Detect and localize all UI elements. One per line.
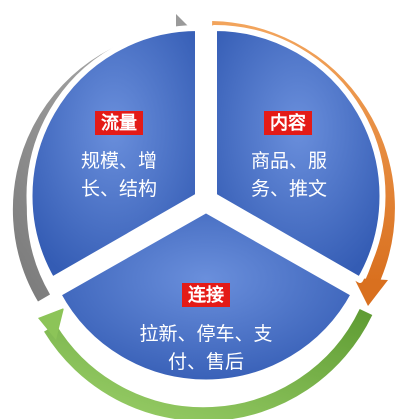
- segment-content-title-bg: [264, 111, 312, 135]
- segment-connect-title: 连接: [188, 284, 224, 306]
- segment-flow-line-2: 长、结构: [81, 178, 157, 200]
- segment-content-line-1: 商品、服: [251, 150, 327, 172]
- segment-connect-line-2: 付、售后: [168, 351, 244, 373]
- segment-flow-title-bg: [95, 111, 143, 135]
- segment-content: 内容 商品、服 务、推文: [251, 111, 327, 200]
- segment-content-line-2: 务、推文: [251, 178, 327, 200]
- segment-connect-title-bg: [182, 283, 230, 307]
- arrow-green-head-icon: [38, 308, 64, 340]
- arrow-green-connect: [44, 308, 373, 419]
- segment-flow-title: 流量: [101, 112, 137, 134]
- segment-content-title: 内容: [270, 112, 306, 134]
- segment-flow: 流量 规模、增 长、结构: [81, 111, 157, 200]
- sector-flow: [26, 24, 201, 283]
- segment-connect-line-1: 拉新、停车、支: [139, 323, 272, 345]
- segment-flow-line-1: 规模、增: [81, 150, 157, 172]
- segment-connect: 连接 拉新、停车、支 付、售后: [139, 283, 273, 373]
- arrow-orange-head-icon: [354, 278, 388, 306]
- sector-content: [211, 24, 386, 283]
